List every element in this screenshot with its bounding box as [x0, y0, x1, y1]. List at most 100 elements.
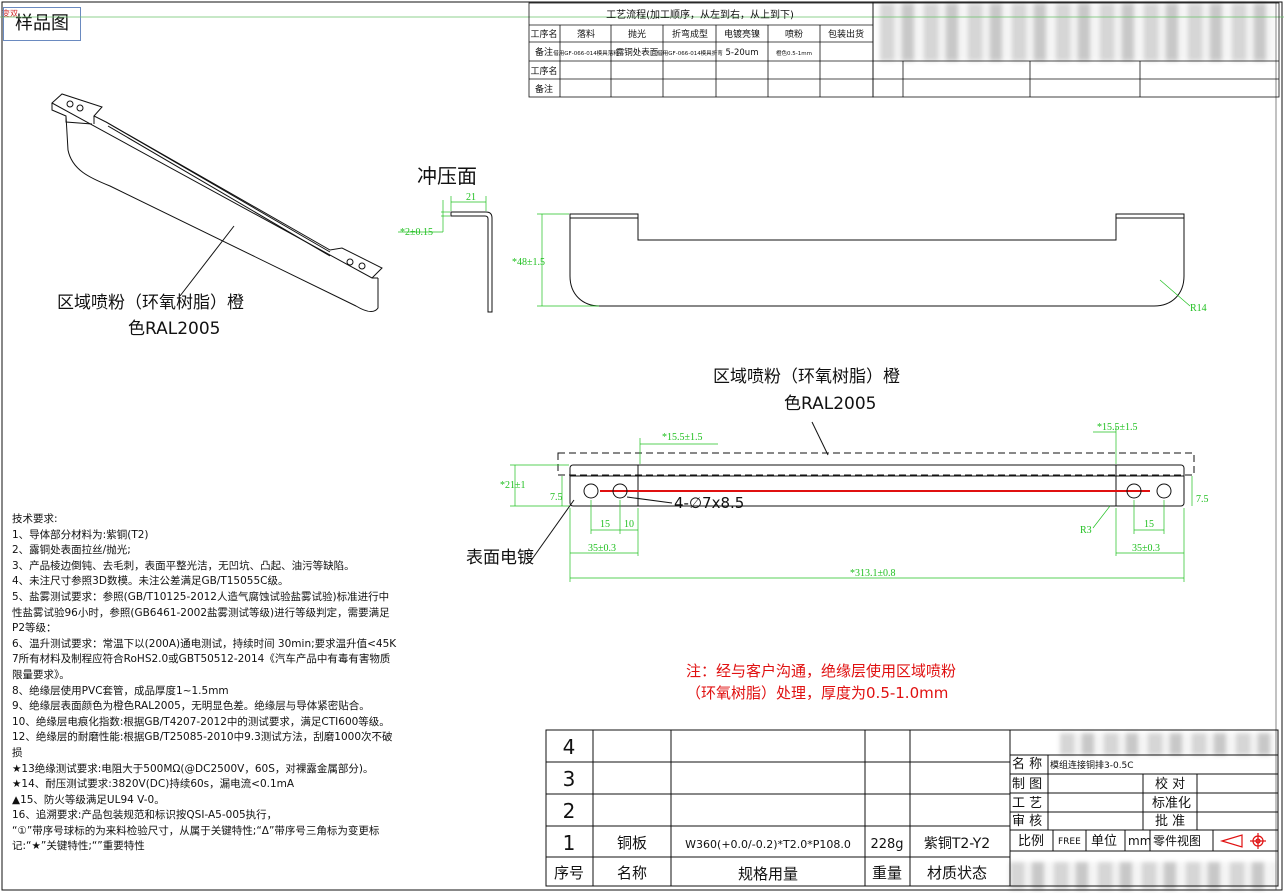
thickness-dim: *2±0.15 [400, 227, 433, 238]
tech-requirement-line: 7所有材料及制程应符合RoHS2.0或GBT50512-2014《汽车产品中有毒… [12, 653, 391, 681]
surface-plating-label: 表面电镀 [466, 548, 534, 568]
process-row2-head: 备注 [535, 46, 553, 58]
tech-requirement-line: 16、追溯要求:产品包装规范和标识按QSI-A5-005执行， [12, 809, 278, 822]
hole-edge-left-dim: 10 [624, 519, 634, 530]
tech-requirement-line: 技术要求: [12, 513, 58, 525]
side-profile [450, 211, 493, 313]
tech-requirement-line: ★14、耐压测试要求:3820V(DC)持续60s，漏电流<0.1mA [12, 778, 295, 791]
process-remark: 5-20um [726, 48, 759, 58]
tb-scale-label: 比例 [1018, 834, 1044, 849]
redacted-footer [1010, 862, 1275, 890]
right-pad-dim: *15.5±1.5 [1097, 422, 1138, 433]
tb-review-label: 审 核 [1012, 814, 1042, 829]
iso-spray-line1: 区域喷粉（环氧树脂）橙 [57, 293, 244, 313]
bom-cell-no: 4 [563, 735, 576, 759]
tb-view-label: 零件视图 [1153, 833, 1201, 848]
redacted-title [1060, 733, 1275, 755]
tech-requirement-line: 8、绝缘层使用PVC套管，成品厚度1~1.5mm [12, 684, 229, 697]
tb-name-label: 名 称 [1012, 756, 1042, 772]
tb-draw-label: 制 图 [1012, 777, 1042, 792]
process-remark: 借用GF-066-014模具落料 [553, 49, 619, 57]
flange-dim: 21 [466, 192, 476, 203]
height-dim: *48±1.5 [512, 257, 545, 268]
customer-note: 注：经与客户沟通，绝缘层使用区域喷粉（环氧树脂）处理，厚度为0.5-1.0mm [686, 662, 957, 702]
pad-len-left-dim: 35±0.3 [588, 543, 616, 554]
process-remark: 借用GF-066-014模具折弯 [657, 49, 723, 57]
tech-requirement-line: 10、绝缘层电痕化指数:根据GB/T4207-2012中的测试要求，满足CTI6… [12, 715, 390, 728]
process-title: 工艺流程(加工顺序，从左到右，从上到下) [606, 8, 794, 21]
projection-symbol-icon [1219, 833, 1266, 849]
process-row4-head: 备注 [535, 83, 553, 95]
spray-zone [557, 452, 1195, 476]
hole-pitch-left-dim: 15 [600, 519, 610, 530]
tech-requirement-line: ▲15、防火等级满足UL94 V-0。 [12, 793, 165, 806]
top-view [569, 464, 1185, 507]
tech-requirement-line: 5、盐雾测试要求：参照(GB/T10125-2012人造气腐蚀试验盐雾试验)标准… [12, 590, 390, 635]
hole-pitch-right-dim: 15 [1144, 519, 1154, 530]
process-step: 落料 [577, 28, 595, 40]
process-step: 电镀亮镍 [724, 28, 760, 40]
process-step: 喷粉 [785, 28, 803, 40]
tech-requirements: 技术要求: 1、导体部分材料为:紫铜(T2) 2、露铜处表面拉丝/抛光; 3、产品棱边… [12, 512, 397, 855]
hole-leader [626, 496, 673, 504]
corner-r-dim: R3 [1080, 525, 1092, 536]
process-step: 抛光 [628, 28, 646, 40]
tech-requirement-line: ★13绝缘测试要求:电阻大于500MΩ(@DC2500V，60S，对裸露金属部分… [12, 762, 374, 775]
tb-scale-value: FREE [1058, 837, 1081, 847]
bom-head-weight: 重量 [872, 864, 902, 882]
width-dim: *21±1 [500, 480, 526, 491]
edge-right-dim: 7.5 [1196, 494, 1209, 505]
side-dims [398, 196, 487, 233]
tb-unit-value: mm [1128, 834, 1151, 848]
tb-craft-label: 工 艺 [1012, 796, 1042, 811]
edge-left-dim: 7.5 [550, 492, 563, 503]
holes-label: 4-∅7x8.5 [674, 494, 744, 512]
sample-label: 样品图 [3, 7, 81, 41]
bom-table [545, 729, 1279, 887]
front-dims [537, 213, 1191, 307]
top-spray-line1: 区域喷粉（环氧树脂）橙 [713, 367, 900, 387]
top-dims [510, 426, 1193, 582]
iso-spray-line2: 色RAL2005 [128, 319, 221, 339]
tech-requirement-line: 9、绝缘层表面颜色为橙色RAL2005，无明显色差。绝缘层与导体紧密贴合。 [12, 700, 370, 713]
radius-dim: R14 [1190, 303, 1207, 314]
iso-leader [179, 225, 235, 297]
process-remark: 橙色0.5-1mm [776, 49, 812, 57]
left-pad-dim: *15.5±1.5 [662, 432, 703, 443]
tech-requirement-line: 2、露铜处表面拉丝/抛光; [12, 544, 131, 557]
bom-cell-no: 2 [563, 799, 576, 823]
tb-approve-label: 批 准 [1155, 814, 1185, 829]
tech-requirement-line: 12、绝缘层的耐磨性能:根据GB/T25085-2010中9.3测试方法，刮磨1… [12, 731, 393, 759]
bom-cell-no: 3 [563, 767, 576, 791]
tech-requirement-line: 6、温升测试要求：常温下以(200A)通电测试，持续时间 30min;要求温升值… [12, 637, 397, 650]
tech-requirement-line: 3、产品棱边倒钝、去毛刺，表面平整光洁，无凹坑、凸起、油污等缺陷。 [12, 559, 355, 572]
bom-cell-name: 铜板 [617, 834, 647, 852]
bom-cell-material: 紫铜T2-Y2 [924, 836, 990, 852]
iso-view [51, 93, 383, 313]
plating-leader [529, 499, 575, 563]
process-row3-head: 工序名 [530, 65, 557, 77]
holes [583, 483, 1172, 499]
redacted-header [880, 3, 1275, 61]
bom-head-name: 名称 [617, 864, 647, 882]
stamp-face-label: 冲压面 [417, 164, 477, 188]
bom-cell-no: 1 [563, 831, 576, 855]
overall-dim: *313.1±0.8 [850, 568, 896, 579]
process-remark: 露铜处表面 [616, 47, 659, 58]
bom-head-material: 材质状态 [927, 864, 987, 882]
tech-requirement-line: 4、未注尺寸参照3D数模。未注公差满足GB/T15055C级。 [12, 575, 289, 588]
process-step: 包装出货 [828, 28, 864, 40]
process-row1-head: 工序名 [530, 28, 557, 40]
process-table [528, 2, 1280, 98]
tb-std-label: 标准化 [1152, 796, 1191, 811]
bom-head-spec: 规格用量 [738, 865, 798, 883]
bom-cell-weight: 228g [870, 837, 903, 852]
tb-name-value: 模组连接铜排3-0.5C [1050, 759, 1134, 771]
corner-tag: 变双 [2, 9, 18, 18]
tech-requirement-line: 1、导体部分材料为:紫铜(T2) [12, 528, 149, 541]
front-view [569, 213, 1185, 307]
top-leader [811, 421, 829, 456]
tb-check-label: 校 对 [1155, 776, 1185, 792]
pad-len-right-dim: 35±0.3 [1132, 543, 1160, 554]
